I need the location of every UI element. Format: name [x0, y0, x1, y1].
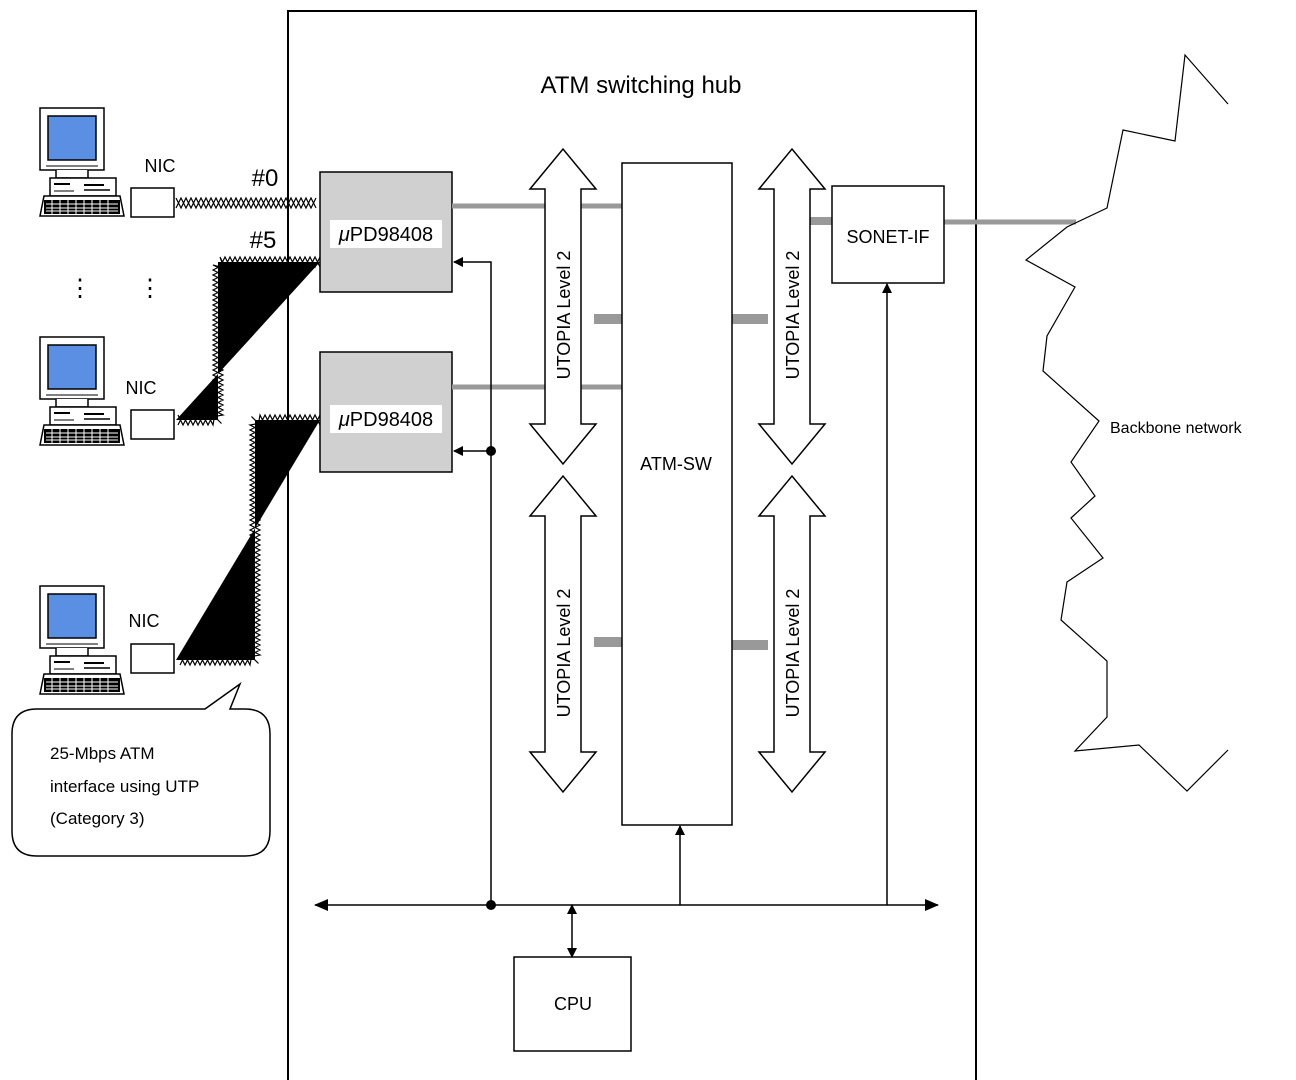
cpu-label: CPU [554, 994, 592, 1014]
utp-cables [176, 262, 320, 660]
port-label-5: #5 [250, 227, 277, 254]
port-label-0: #0 [252, 165, 279, 192]
callout-bubble [11, 681, 271, 857]
cpu-block [513, 956, 632, 1052]
utopia-arrows [528, 147, 827, 794]
utopia-label-4: UTOPIA Level 2 [783, 589, 803, 718]
nic-box-3 [130, 643, 175, 674]
ellipsis-icon-2: ⋮ [138, 275, 162, 302]
gray-buses [452, 203, 1076, 650]
utopia-label-2: UTOPIA Level 2 [554, 589, 574, 718]
computer-icon-2 [39, 336, 125, 446]
twisted-pair-strand [175, 196, 317, 210]
twisted-pair-pattern [175, 196, 321, 667]
atm-sw-block [621, 162, 733, 826]
callout-line-2: interface using UTP [50, 777, 199, 796]
twisted-pair-strand [175, 196, 317, 210]
control-bus [314, 257, 939, 958]
utopia-label-3: UTOPIA Level 2 [783, 251, 803, 380]
junction-dot-2 [486, 900, 496, 910]
backbone-network-cloud [1024, 53, 1229, 792]
twisted-pair-strand [179, 413, 321, 667]
phy-chip-1: μPD98408 [319, 171, 453, 293]
twisted-pair-strand [179, 413, 321, 667]
twisted-pair-strand [177, 255, 321, 427]
nic-label-2: NIC [126, 378, 157, 398]
backbone-label: Backbone network [1110, 420, 1243, 437]
svg-text:μPD98408: μPD98408 [338, 224, 433, 246]
nic-label-1: NIC [145, 156, 176, 176]
callout-line-1: 25-Mbps ATM [50, 744, 155, 763]
nic-box-1 [130, 187, 175, 218]
hub-title: ATM switching hub [541, 72, 742, 99]
computer-icon-3 [39, 585, 125, 695]
sonet-if-label: SONET-IF [846, 227, 929, 247]
phy-chip-2: μPD98408 [319, 351, 453, 473]
sonet-if-block [831, 185, 945, 284]
ellipsis-icon-1: ⋮ [68, 275, 92, 302]
nic-label-3: NIC [129, 611, 160, 631]
callout-line-3: (Category 3) [50, 809, 144, 828]
computer-icon-1 [39, 107, 125, 217]
twisted-pair-strand [177, 255, 321, 427]
atm-switching-hub-frame [287, 10, 977, 1080]
atm-sw-label: ATM-SW [640, 454, 712, 474]
nic-box-2 [130, 409, 175, 440]
svg-text:μPD98408: μPD98408 [338, 409, 433, 431]
utopia-label-1: UTOPIA Level 2 [554, 251, 574, 380]
junction-dot-1 [486, 446, 496, 456]
